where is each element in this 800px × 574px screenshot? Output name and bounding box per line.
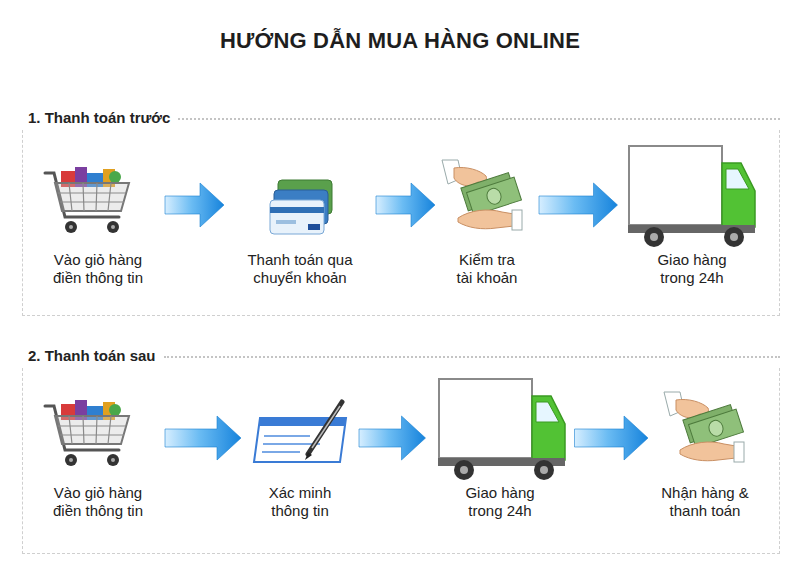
process-step: Giao hàng trong 24h bbox=[624, 150, 761, 291]
process-step: Nhận hàng & thanh toán bbox=[654, 383, 756, 524]
process-step: Giao hàng trong 24h bbox=[432, 383, 569, 524]
process-step: Kiểm tra tài khoản bbox=[441, 150, 533, 291]
flow-arrow bbox=[165, 416, 241, 460]
step-label: Xác minh thông tin bbox=[258, 484, 343, 520]
section-panel: 1. Thanh toán trướcVào giỏ hàng điền thô… bbox=[22, 104, 780, 316]
page-title: HƯỚNG DẪN MUA HÀNG ONLINE bbox=[0, 28, 800, 54]
section-panel: 2. Thanh toán sauVào giỏ hàng điền thông… bbox=[22, 342, 780, 554]
flow-arrow bbox=[575, 416, 649, 460]
step-label: Vào giỏ hàng điền thông tin bbox=[42, 251, 154, 287]
form-pen-icon bbox=[254, 402, 346, 462]
step-label: Giao hàng trong 24h bbox=[455, 484, 545, 520]
money-hands-icon bbox=[664, 392, 744, 462]
dotted-rule bbox=[178, 118, 780, 120]
step-label: Thanh toán qua chuyển khoản bbox=[235, 251, 365, 287]
money-hands-icon bbox=[442, 160, 522, 230]
cart-icon bbox=[45, 400, 129, 466]
panel-border bbox=[22, 130, 780, 316]
process-step: Vào giỏ hàng điền thông tin bbox=[37, 383, 159, 524]
process-step: Vào giỏ hàng điền thông tin bbox=[37, 150, 159, 291]
step-label: Giao hàng trong 24h bbox=[647, 251, 737, 287]
process-step: Thanh toán qua chuyển khoản bbox=[230, 150, 370, 291]
flow-arrow bbox=[359, 416, 426, 460]
flow-arrow bbox=[376, 183, 435, 227]
dotted-rule bbox=[164, 356, 780, 358]
panel-border bbox=[22, 368, 780, 554]
cart-icon bbox=[45, 167, 129, 233]
section-heading: 2. Thanh toán sau bbox=[28, 347, 164, 364]
step-label: Kiểm tra tài khoản bbox=[451, 251, 523, 287]
step-label: Vào giỏ hàng điền thông tin bbox=[42, 484, 154, 520]
section-heading: 1. Thanh toán trước bbox=[28, 109, 178, 126]
step-label: Nhận hàng & thanh toán bbox=[659, 484, 751, 520]
section-header: 1. Thanh toán trước bbox=[22, 104, 780, 130]
section-header: 2. Thanh toán sau bbox=[22, 342, 780, 368]
truck-icon bbox=[438, 379, 565, 480]
flow-arrow bbox=[165, 183, 224, 227]
process-step: Xác minh thông tin bbox=[247, 383, 353, 524]
truck-icon bbox=[628, 146, 755, 247]
flow-arrow bbox=[539, 183, 618, 227]
card-icon bbox=[270, 180, 332, 234]
